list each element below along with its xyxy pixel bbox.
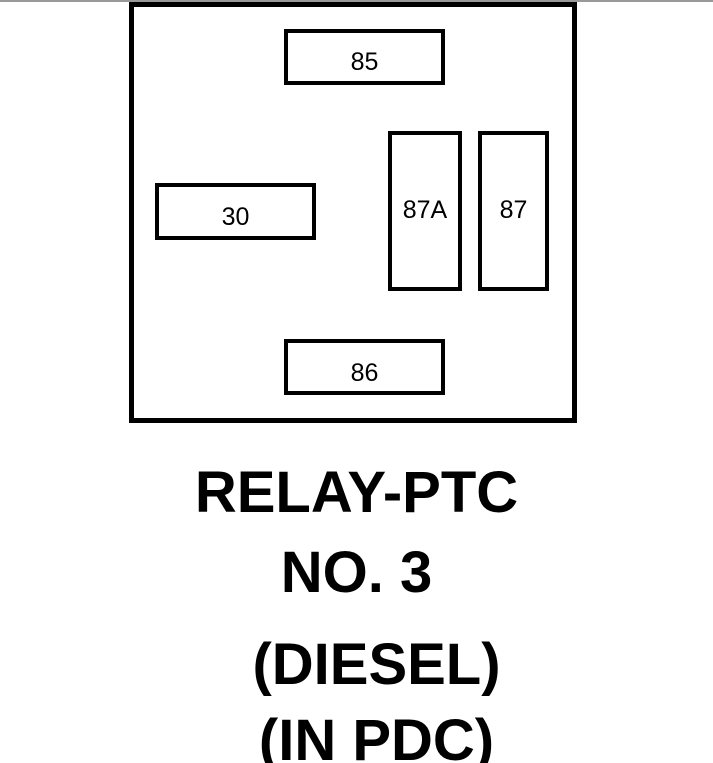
relay-variant-note: (DIESEL) (252, 632, 501, 697)
relay-pin-87: 87 (478, 131, 549, 291)
relay-pin-86: 86 (284, 339, 445, 395)
relay-pin-30-label: 30 (221, 203, 250, 231)
relay-pin-87-label: 87 (499, 195, 528, 224)
relay-pin-87a: 87A (388, 131, 462, 291)
relay-pin-86-label: 86 (350, 358, 379, 387)
relay-location-note: (IN PDC) (258, 708, 495, 763)
relay-number: NO. 3 (280, 540, 433, 605)
top-border-line (0, 0, 713, 2)
relay-pin-30: 30 (155, 183, 316, 240)
relay-pin-87a-label: 87A (402, 195, 448, 224)
relay-title: RELAY-PTC (194, 460, 519, 525)
relay-pin-85: 85 (284, 29, 445, 85)
relay-pin-85-label: 85 (350, 47, 379, 76)
